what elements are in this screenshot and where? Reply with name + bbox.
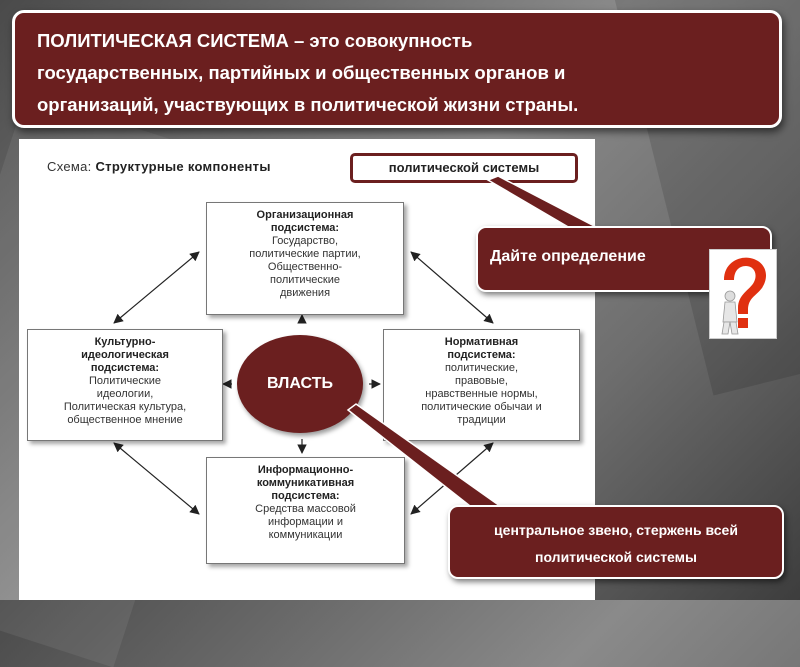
cultural-subsystem-box: Культурно- идеологическая подсистема: По… [27, 329, 223, 441]
subsystem-item: правовые, [455, 375, 508, 387]
subsystem-item: Политическая культура, [63, 401, 187, 413]
subsystem-title: подсистема: [447, 349, 516, 361]
power-center-ellipse: ВЛАСТЬ [237, 335, 363, 433]
definition-line-1: ПОЛИТИЧЕСКАЯ СИСТЕМА – это совокупность [37, 25, 761, 57]
subsystem-item: движения [279, 287, 331, 299]
center-callout-pointer [346, 403, 503, 507]
subsystem-item: идеологии, [96, 388, 154, 400]
subsystem-title: Культурно- [94, 336, 156, 348]
subsystem-item: традиции [457, 414, 506, 426]
subsystem-title: Информационно- [257, 464, 354, 476]
subsystem-title: подсистема: [271, 490, 340, 502]
normative-subsystem-box: Нормативная подсистема: политические, пр… [383, 329, 580, 441]
subsystem-item: нравственные нормы, [425, 388, 538, 400]
arrow-cultural-info [113, 442, 200, 515]
define-callout-text: Дайте определение [490, 248, 646, 265]
scheme-prefix: Схема: [47, 159, 92, 174]
subsystem-item: Политические [89, 375, 161, 387]
subsystem-item: политические обычаи и [421, 401, 542, 413]
subsystem-item: Государство, [271, 235, 339, 247]
center-callout-line-1: центральное звено, стержень всей [494, 522, 738, 538]
informational-subsystem-box: Информационно- коммуникативная подсистем… [206, 457, 405, 564]
callout-pointers [346, 175, 599, 507]
scheme-highlight: политической системы [350, 153, 578, 183]
subsystem-item: Общественно- [267, 261, 343, 273]
subsystem-item: политические, [444, 362, 519, 374]
definition-box: ПОЛИТИЧЕСКАЯ СИСТЕМА – это совокупность … [12, 10, 782, 128]
scheme-title: Структурные компоненты [95, 159, 271, 174]
subsystem-item: Средства массовой [255, 503, 356, 515]
question-figure-icon [709, 249, 777, 339]
subsystem-title: Организационная [256, 209, 354, 221]
subsystem-item: политические [269, 274, 340, 286]
subsystem-title: подсистема: [90, 362, 160, 374]
scheme-caption: Схема: Структурные компоненты [47, 159, 271, 174]
subsystem-item: политические партии, [249, 248, 361, 260]
subsystem-item: информации и [268, 516, 343, 528]
define-callout-pointer [486, 175, 599, 229]
subsystem-title: Нормативная [444, 336, 519, 348]
definition-line-3: организаций, участвующих в политической … [37, 94, 579, 115]
subsystem-title: подсистема: [270, 222, 340, 234]
subsystem-title: коммуникативная [256, 477, 355, 489]
definition-term: ПОЛИТИЧЕСКАЯ СИСТЕМА [37, 30, 289, 51]
arrow-org-normative [410, 251, 494, 324]
subsystem-item: общественное мнение [67, 414, 183, 426]
definition-line-2: государственных, партийных и общественны… [37, 62, 566, 83]
center-callout-line-2: политической системы [535, 549, 697, 565]
arrow-org-cultural [113, 251, 200, 324]
organizational-subsystem-box: Организационная подсистема: Государство,… [206, 202, 404, 315]
subsystem-item: коммуникации [268, 529, 343, 541]
subsystem-title: идеологическая [81, 349, 169, 361]
definition-text: – это совокупность [288, 30, 473, 51]
question-mark-icon [721, 257, 766, 335]
center-callout: центральное звено, стержень всей политич… [448, 505, 784, 579]
